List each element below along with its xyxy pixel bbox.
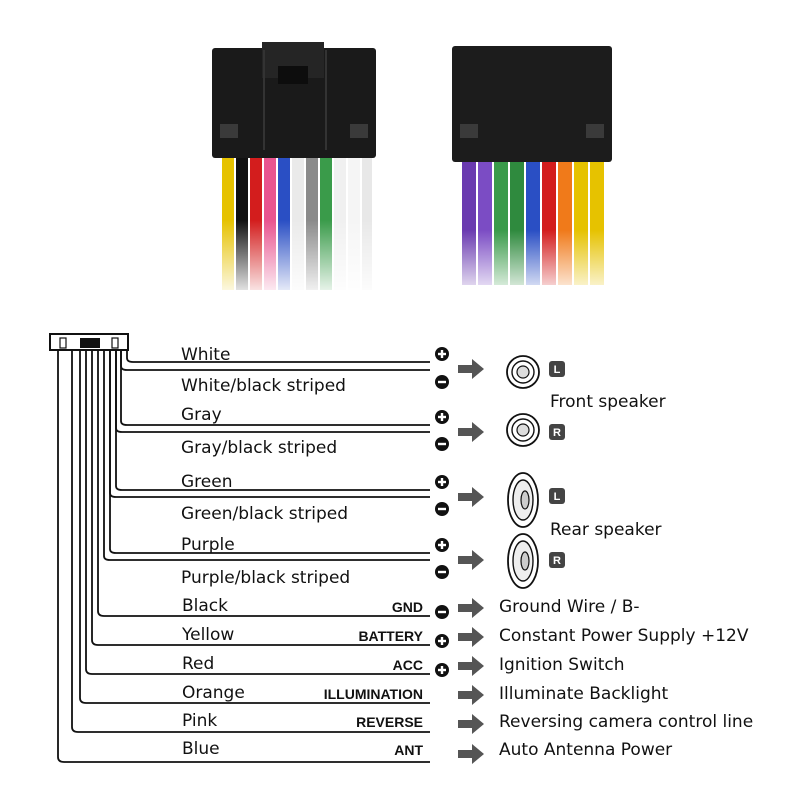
- channel-letter: R: [553, 427, 561, 439]
- arrow-icon: [458, 487, 484, 507]
- channel-letter: L: [554, 491, 561, 503]
- plus-icon: [435, 538, 449, 552]
- left-connector: [212, 42, 376, 158]
- plus-icon: [435, 410, 449, 424]
- wire-label: Purple/black striped: [181, 568, 350, 588]
- wire-function-tag: ACC: [393, 657, 423, 673]
- wire-function-tag: REVERSE: [356, 714, 423, 730]
- wire-function-tag: ILLUMINATION: [324, 686, 423, 702]
- speaker-group-label: Rear speaker: [550, 520, 662, 540]
- wire-label: Green/black striped: [181, 504, 348, 524]
- channel-badge: L: [549, 488, 565, 504]
- minus-icon: [435, 437, 449, 451]
- plus-icon: [435, 475, 449, 489]
- wire-description: Reversing camera control line: [499, 712, 753, 732]
- plus-icon: [435, 347, 449, 361]
- speaker-group-label: Front speaker: [550, 392, 666, 412]
- oval-speaker-icon: [507, 533, 539, 589]
- wire-label: Green: [181, 472, 232, 492]
- wire-color-label: Pink: [182, 711, 217, 731]
- arrow-icon: [458, 627, 484, 647]
- wire-function-tag: BATTERY: [358, 628, 423, 644]
- arrow-icon: [458, 744, 484, 764]
- wire-description: Auto Antenna Power: [499, 740, 672, 760]
- channel-badge: R: [549, 552, 565, 568]
- plus-icon: [435, 634, 449, 648]
- wire-description: Illuminate Backlight: [499, 684, 669, 704]
- minus-icon: [435, 565, 449, 579]
- wire-color-label: Black: [182, 596, 228, 616]
- minus-icon: [435, 375, 449, 389]
- minus-icon: [435, 605, 449, 619]
- wire-color-label: Yellow: [181, 625, 234, 645]
- channel-letter: L: [554, 364, 561, 376]
- wire-label: Purple: [181, 535, 235, 555]
- arrow-icon: [458, 656, 484, 676]
- round-speaker-icon: [506, 355, 540, 389]
- wire-function-tag: ANT: [394, 742, 423, 758]
- channel-badge: L: [549, 361, 565, 377]
- wire-description: Ground Wire / B-: [499, 597, 640, 617]
- connector-symbol: [49, 333, 129, 351]
- wire-label: Gray/black striped: [181, 438, 337, 458]
- arrow-icon: [458, 714, 484, 734]
- wire-label: White/black striped: [181, 376, 346, 396]
- channel-badge: R: [549, 424, 565, 440]
- wire-label: Gray: [181, 405, 222, 425]
- wire-description: Constant Power Supply +12V: [499, 626, 749, 646]
- arrow-icon: [458, 550, 484, 570]
- minus-icon: [435, 502, 449, 516]
- channel-letter: R: [553, 555, 561, 567]
- harness-photo: [210, 42, 620, 300]
- oval-speaker-icon: [507, 472, 539, 528]
- round-speaker-icon: [506, 413, 540, 447]
- wire-description: Ignition Switch: [499, 655, 624, 675]
- wire-label: White: [181, 345, 230, 365]
- wire-color-label: Red: [182, 654, 214, 674]
- wire-color-label: Orange: [182, 683, 245, 703]
- wire-function-tag: GND: [392, 599, 423, 615]
- plus-icon: [435, 663, 449, 677]
- arrow-icon: [458, 598, 484, 618]
- arrow-icon: [458, 422, 484, 442]
- right-connector: [452, 46, 612, 162]
- wire-color-label: Blue: [182, 739, 220, 759]
- wire-lines: [57, 350, 430, 763]
- arrow-icon: [458, 685, 484, 705]
- arrow-icon: [458, 359, 484, 379]
